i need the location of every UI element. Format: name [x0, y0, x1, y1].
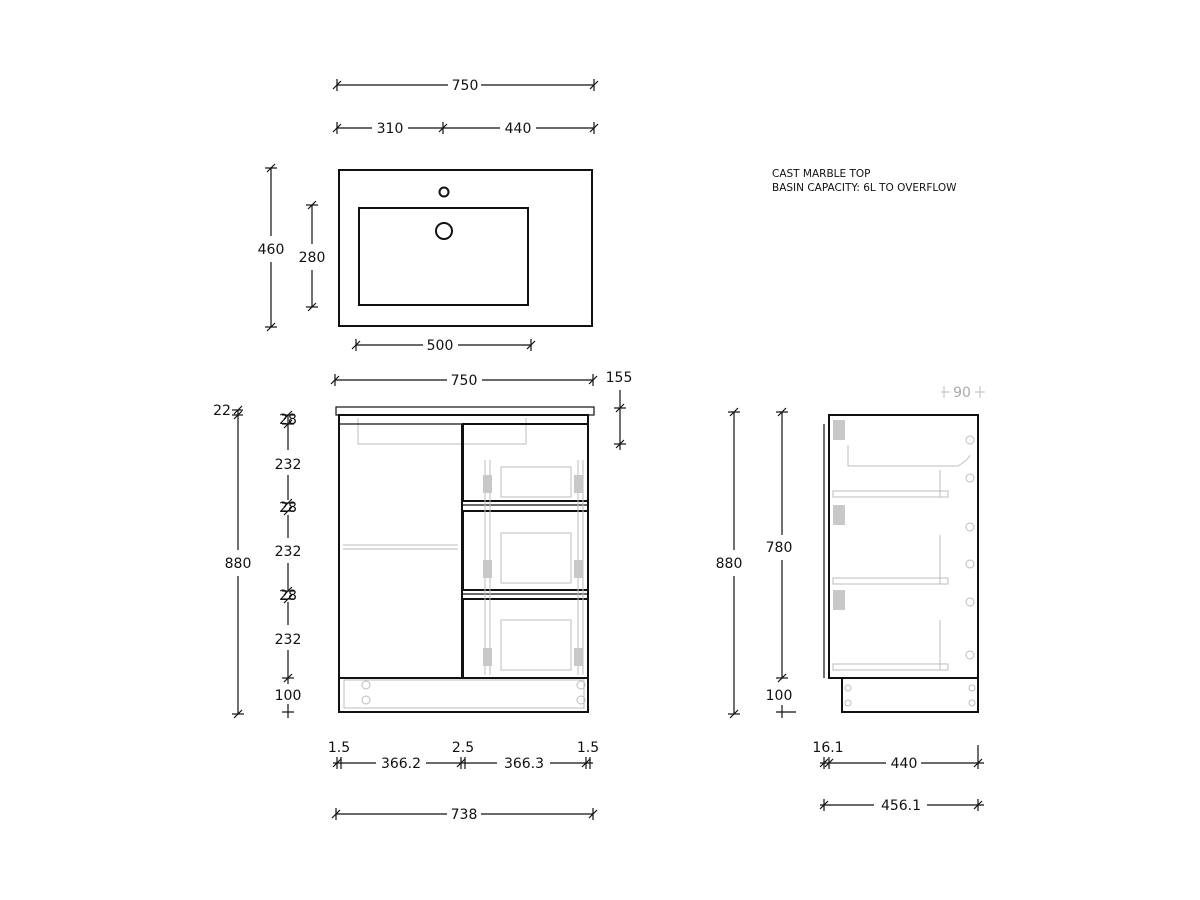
drawer-front-3	[462, 598, 589, 679]
dim-tap-to-right: 440	[443, 121, 599, 137]
note-basin-capacity: BASIN CAPACITY: 6L TO OVERFLOW	[772, 182, 957, 194]
top-view: 750 310 440 460	[258, 78, 599, 354]
side-view: 90	[716, 385, 985, 814]
dim-front-overall-height: 22 880	[213, 403, 252, 719]
dim-label: 90	[953, 385, 971, 401]
dim-label: 28	[279, 588, 297, 604]
drawer-front-1	[462, 423, 589, 502]
dim-bowl-width: 500	[351, 338, 536, 354]
dim-top-overall-width: 750	[332, 78, 599, 94]
dim-side-overall-depth: 456.1	[819, 798, 984, 814]
dim-cabinet-width: 738	[331, 807, 598, 823]
note-material: CAST MARBLE TOP	[772, 168, 871, 180]
drawer-front-2	[462, 510, 589, 591]
kick-hidden	[343, 679, 585, 709]
dim-label: 750	[451, 373, 478, 389]
dim-top-depth: 460	[258, 163, 285, 332]
dim-label: 280	[299, 250, 326, 266]
dim-label: 155	[606, 370, 633, 386]
dim-label: 28	[279, 500, 297, 516]
dim-label: 22	[213, 403, 231, 419]
waste-hole	[435, 222, 453, 240]
front-view: 750 155 22 880	[213, 370, 632, 823]
dim-label: 750	[452, 78, 479, 94]
dim-label: 880	[225, 556, 252, 572]
dim-front-drawer-chain: 28 232 28 232 28 232 100	[275, 410, 302, 718]
dim-label: 456.1	[881, 798, 921, 814]
hidden-basin	[357, 418, 527, 445]
tap-hole	[438, 186, 450, 198]
dim-tap-offset: 310	[332, 121, 448, 137]
dim-front-width-chain: 1.5 2.5 1.5 366.2 366.3	[328, 740, 599, 772]
vanity-top-outline	[338, 169, 593, 327]
dim-top-overhang: 90	[941, 385, 985, 401]
side-kick	[841, 677, 979, 713]
dim-label: 440	[505, 121, 532, 137]
dim-label: 100	[766, 688, 793, 704]
dim-label: 2.5	[452, 740, 474, 756]
side-hidden-internals	[832, 420, 976, 707]
dim-label: 738	[451, 807, 478, 823]
dim-label: 232	[275, 632, 302, 648]
dim-side-overall-height: 880	[716, 407, 743, 719]
dim-label: 880	[716, 556, 743, 572]
dim-label: 366.3	[504, 756, 544, 772]
dim-top-thickness: 155	[606, 370, 633, 450]
basin-bowl-outline	[358, 207, 529, 306]
side-carcass-outline	[828, 414, 979, 679]
dim-front-overall-width: 750	[330, 373, 598, 389]
dim-label: 232	[275, 544, 302, 560]
dim-label: 780	[766, 540, 793, 556]
dim-label: 440	[891, 756, 918, 772]
dim-label: 100	[275, 688, 302, 704]
dim-side-depth-chain: 16.1 440	[812, 740, 984, 772]
dim-label: 1.5	[328, 740, 350, 756]
dim-label: 28	[279, 412, 297, 428]
dim-label: 232	[275, 457, 302, 473]
dim-label: 1.5	[577, 740, 599, 756]
dim-label: 310	[377, 121, 404, 137]
front-top-slab	[335, 406, 595, 416]
hidden-drawer-boxes	[361, 460, 586, 705]
dim-side-cabinet-height: 780	[766, 407, 793, 683]
dim-label: 366.2	[381, 756, 421, 772]
dim-bowl-depth: 280	[299, 200, 326, 312]
dim-label: 460	[258, 242, 285, 258]
dim-side-kick: 100	[766, 688, 796, 718]
dim-label: 500	[427, 338, 454, 354]
dim-label: 16.1	[812, 740, 843, 756]
